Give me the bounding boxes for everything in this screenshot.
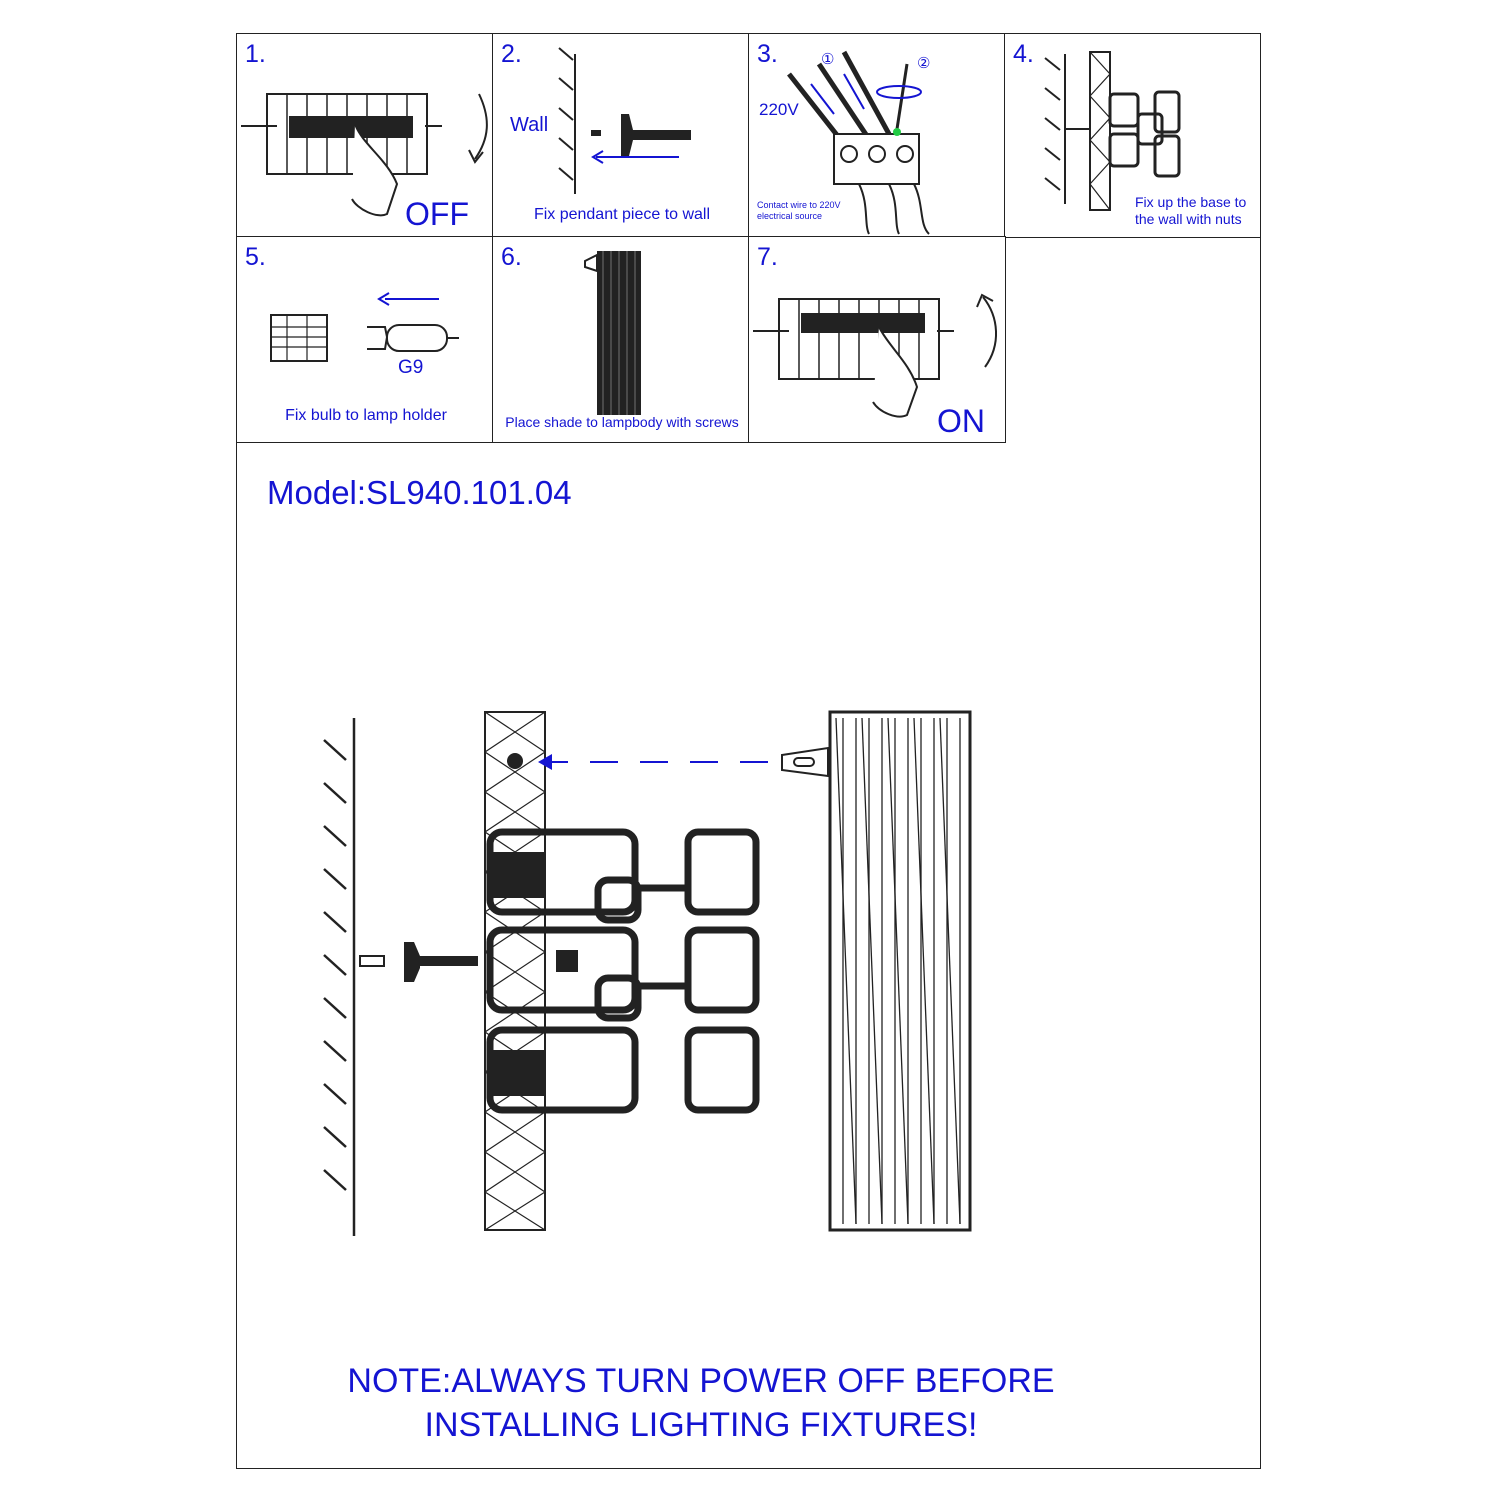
step-2-panel: 2. Wall Fix pendant piece to wall (492, 33, 750, 238)
base-mount-illustration (1044, 51, 1181, 211)
step-number: 4. (1013, 40, 1034, 68)
bulb-holder-illustration (270, 292, 459, 362)
model-title: Model:SL940.101.04 (267, 474, 572, 511)
step-2-caption: Fix pendant piece to wall (533, 206, 711, 223)
step-4-caption-line1: Fix up the base to (1135, 194, 1247, 210)
step-number: 1. (245, 40, 266, 68)
step-3-caption-line1: Contact wire to 220V (757, 200, 841, 210)
step-number: 3. (757, 40, 778, 68)
wall-label: Wall (510, 114, 549, 136)
step-5-panel: 5. G9 Fix bulb to lamp holder (236, 236, 494, 443)
wall-anchor-and-bracket (359, 942, 478, 982)
step-5-caption: Fix bulb to lamp holder (285, 407, 447, 424)
voltage-label: 220V (759, 100, 799, 119)
step-marker-1: ① (821, 51, 835, 68)
step-6-caption: Place shade to lampbody with screws (505, 414, 739, 430)
step-marker-2: ② (917, 55, 931, 72)
step-number: 6. (501, 243, 522, 271)
step-number: 2. (501, 40, 522, 68)
shade-illustration (584, 251, 641, 415)
shade-panel (781, 710, 972, 1232)
step-4-caption-line2: the wall with nuts (1135, 211, 1242, 227)
step-4-panel: 4. Fix up the base to the wall with nuts (1004, 33, 1261, 238)
breaker-off-illustration (241, 93, 488, 217)
bulb-type-label: G9 (398, 357, 424, 378)
wire-connection-illustration (787, 50, 930, 235)
alignment-arrow-head (538, 754, 552, 770)
step-6-panel: 6. Place shade to lampbody with screws (492, 236, 750, 443)
step-7-panel: 7. ON (748, 236, 1006, 443)
safety-note-line1: NOTE:ALWAYS TURN POWER OFF BEFORE (347, 1362, 1055, 1400)
lamp-body-frame (486, 828, 760, 1114)
breaker-on-illustration (753, 293, 998, 418)
step-number: 7. (757, 243, 778, 271)
step-number: 5. (245, 243, 266, 271)
wall-hatching (323, 739, 347, 1191)
backplate-column (483, 711, 547, 1231)
pendant-piece-illustration (558, 47, 691, 194)
step-3-panel: 3. 220V ① ② Contact wire to 220V electri… (748, 33, 1006, 238)
step-3-caption-line2: electrical source (757, 211, 823, 221)
off-label: OFF (405, 196, 469, 232)
on-label: ON (937, 403, 985, 439)
safety-note-line2: INSTALLING LIGHTING FIXTURES! (424, 1406, 978, 1444)
lamp-holders (490, 852, 578, 1096)
